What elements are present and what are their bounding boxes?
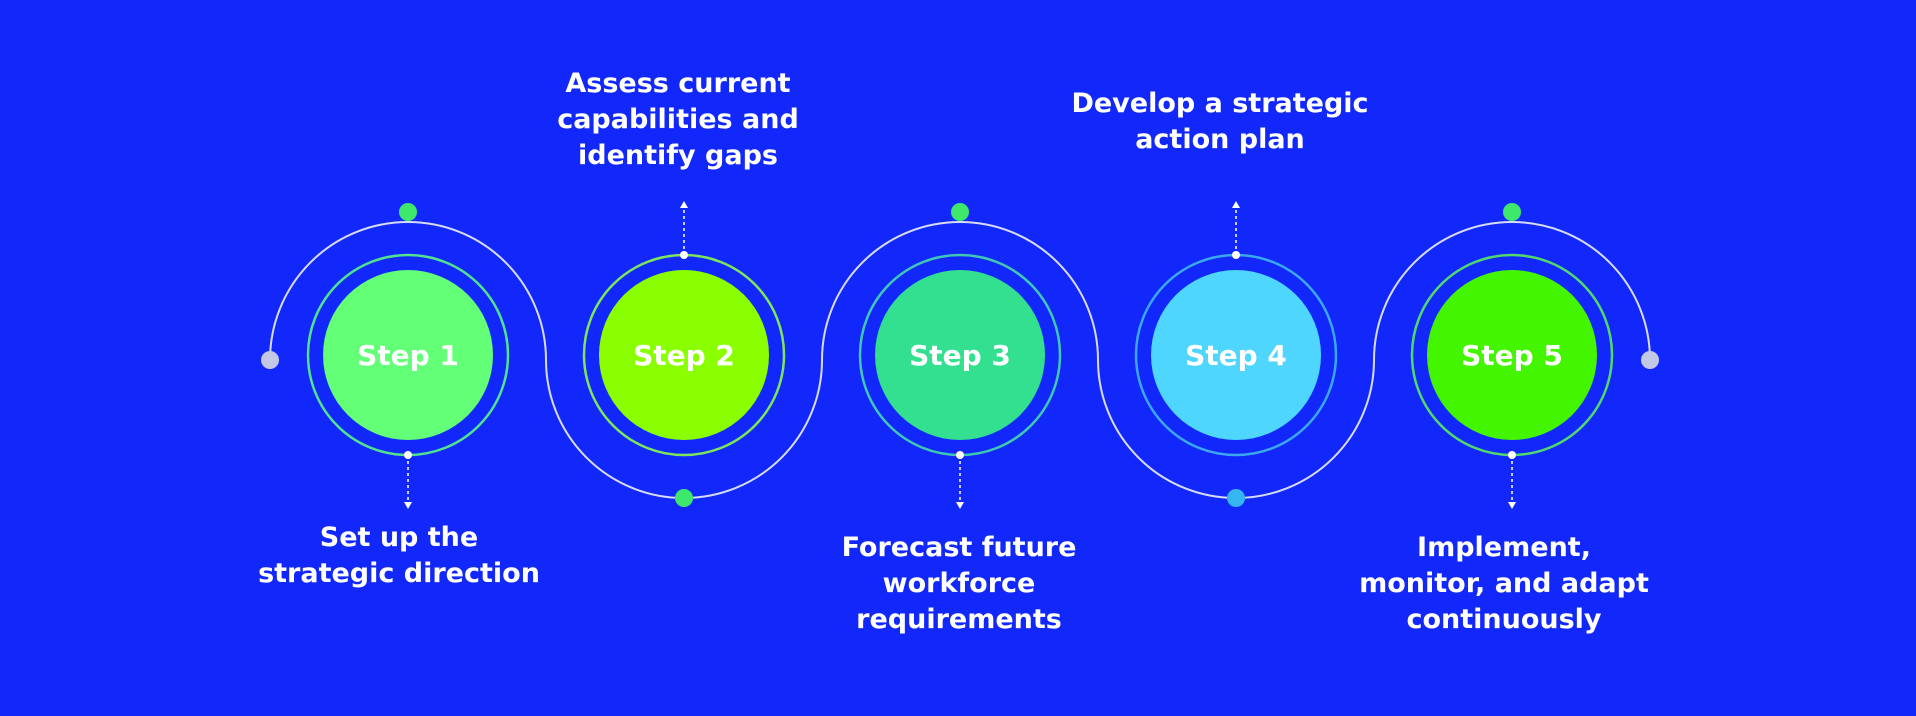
step-3-arrowhead — [956, 502, 964, 509]
step-3-marker-dot — [951, 203, 969, 221]
wave-connector-path — [269, 221, 1651, 499]
step-2-marker-dot — [675, 489, 693, 507]
start-endpoint-dot — [261, 351, 279, 369]
step-2-arrowhead — [680, 201, 688, 208]
step-1-label: Step 1 — [357, 339, 459, 372]
step-3-label: Step 3 — [909, 339, 1011, 372]
step-1-arrowhead — [404, 502, 412, 509]
step-4-arrowhead — [1232, 201, 1240, 208]
step-1-description: Set up the strategic direction — [258, 522, 540, 589]
step-2-description: Assess current capabilities and identify… — [557, 68, 799, 171]
steps-layer: Step 1 Step 2 Step 3 Step 4 Step 5 — [306, 201, 1614, 509]
step-5-description: Implement, monitor, and adapt continuous… — [1359, 532, 1649, 635]
step-4-marker-dot — [1227, 489, 1245, 507]
step-5-disc — [1427, 270, 1597, 440]
step-1: Step 1 — [306, 203, 510, 509]
step-3: Step 3 — [858, 203, 1062, 509]
step-4: Step 4 — [1134, 201, 1338, 507]
step-5-arrowhead — [1508, 502, 1516, 509]
step-1-disc — [323, 270, 493, 440]
step-4-description: Develop a strategic action plan — [1071, 88, 1369, 155]
step-2: Step 2 — [582, 201, 786, 507]
step-3-description: Forecast future workforce requirements — [841, 532, 1077, 635]
step-1-marker-dot — [399, 203, 417, 221]
step-2-label: Step 2 — [633, 339, 735, 372]
step-2-disc — [599, 270, 769, 440]
step-5: Step 5 — [1410, 203, 1614, 509]
end-endpoint-dot — [1641, 351, 1659, 369]
step-4-label: Step 4 — [1185, 339, 1287, 372]
step-5-marker-dot — [1503, 203, 1521, 221]
step-4-disc — [1151, 270, 1321, 440]
step-5-label: Step 5 — [1461, 339, 1563, 372]
step-3-disc — [875, 270, 1045, 440]
